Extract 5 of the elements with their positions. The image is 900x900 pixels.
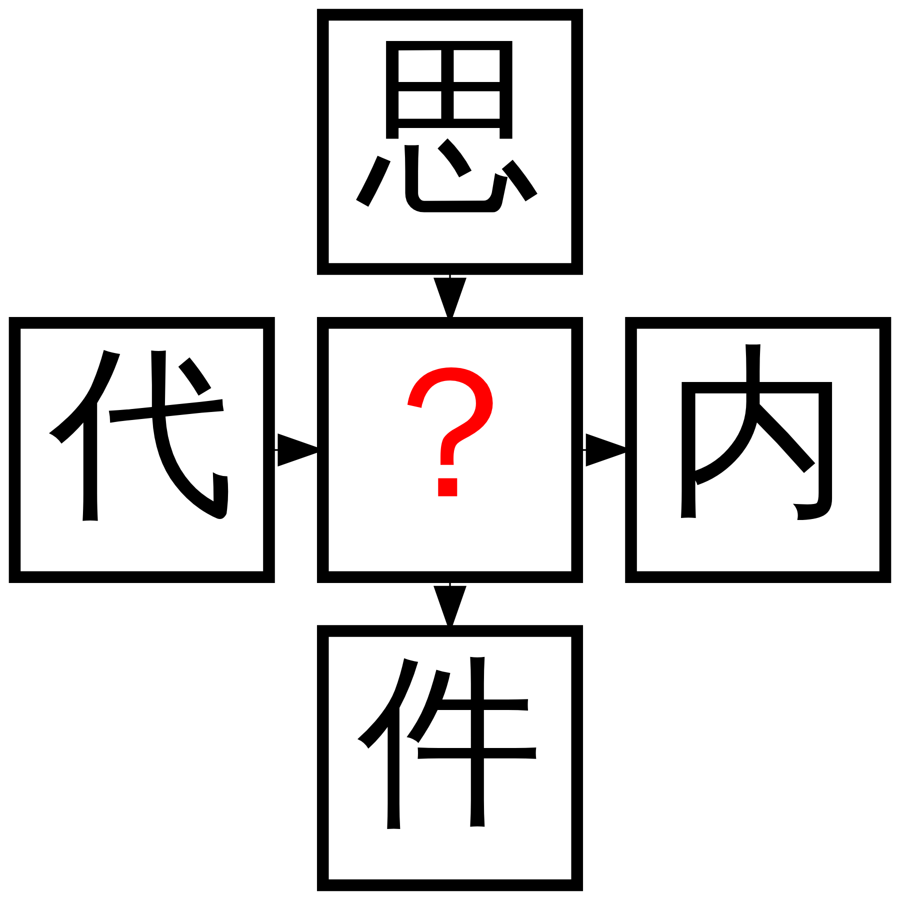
node-box: 件	[316, 625, 584, 892]
node-box: 内	[625, 316, 892, 584]
node-box: ？	[316, 316, 584, 584]
node-box: 思	[316, 8, 584, 275]
node-box: 代	[8, 316, 275, 584]
